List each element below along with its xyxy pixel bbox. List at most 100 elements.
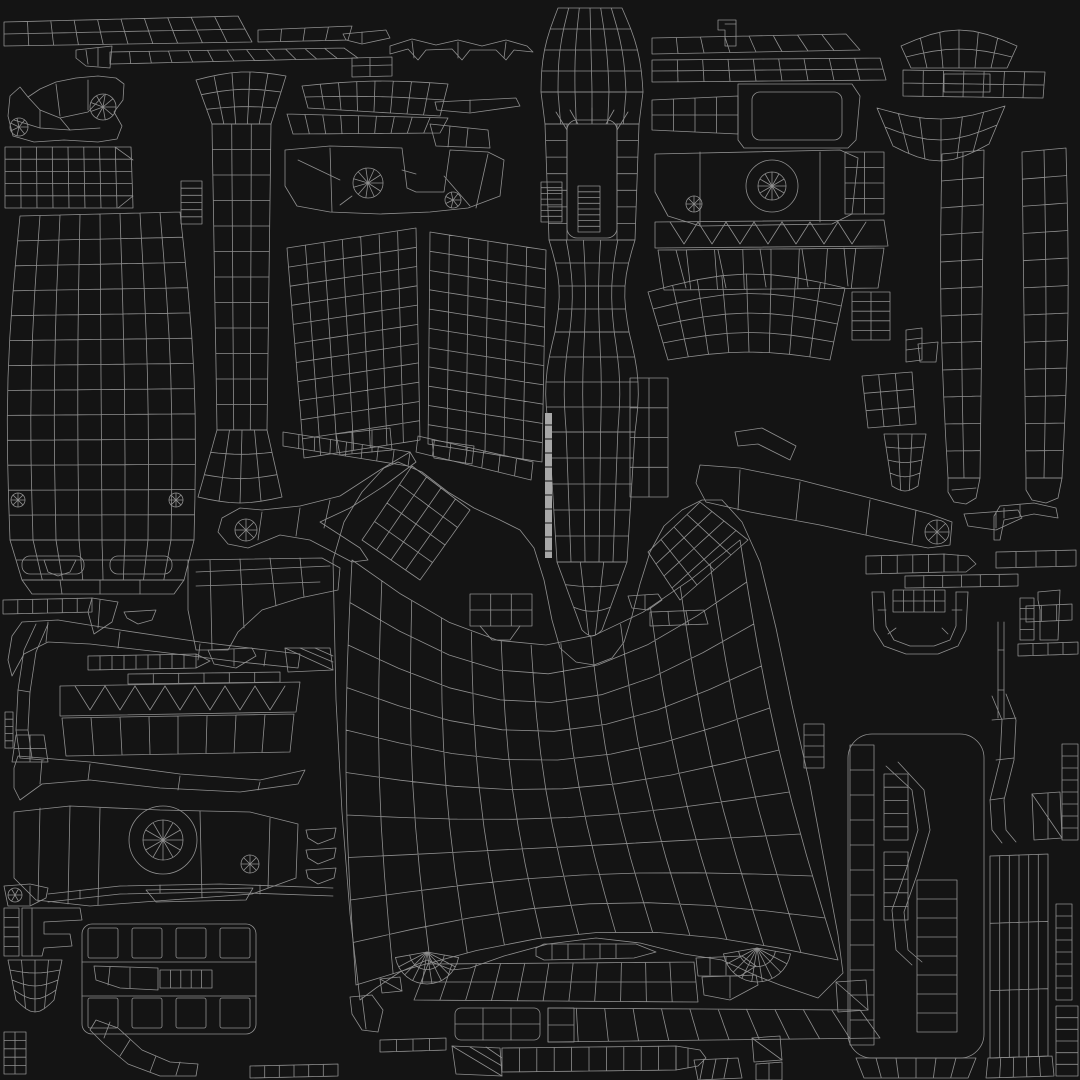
wire bbox=[989, 853, 1049, 1059]
wire bbox=[152, 839, 164, 858]
ring-arm bbox=[651, 95, 739, 135]
wire bbox=[905, 347, 923, 351]
wire bbox=[152, 822, 164, 841]
smile-band bbox=[876, 105, 1006, 162]
wire bbox=[861, 371, 917, 429]
wire bbox=[941, 627, 949, 635]
wire bbox=[21, 907, 83, 957]
fan-plate-r bbox=[654, 149, 859, 227]
wire bbox=[361, 996, 367, 1030]
wire bbox=[865, 499, 871, 536]
wire bbox=[1061, 743, 1079, 841]
wire bbox=[947, 477, 981, 505]
line-r bbox=[997, 621, 1005, 719]
wire bbox=[717, 249, 727, 289]
wire bbox=[759, 185, 773, 194]
slide-bulge bbox=[545, 331, 639, 433]
wedge-c bbox=[284, 647, 334, 673]
hat bbox=[145, 887, 254, 903]
wire bbox=[616, 123, 640, 241]
wire bbox=[415, 435, 534, 481]
wire bbox=[11, 888, 16, 896]
wedge-s bbox=[379, 976, 403, 994]
wire bbox=[207, 647, 257, 669]
wire bbox=[993, 502, 1059, 541]
wire bbox=[314, 647, 334, 657]
wire bbox=[175, 499, 182, 506]
wire bbox=[102, 106, 106, 121]
wire bbox=[39, 759, 43, 785]
boat-a bbox=[342, 29, 391, 45]
col-a-cap bbox=[947, 477, 981, 505]
face-plate-sun bbox=[352, 167, 384, 199]
cap-b bbox=[286, 113, 449, 135]
blade-l bbox=[87, 653, 197, 671]
wire bbox=[47, 891, 334, 903]
wire bbox=[119, 1039, 131, 1057]
wire bbox=[329, 147, 333, 213]
wire bbox=[1055, 1005, 1079, 1077]
wire bbox=[175, 494, 182, 501]
wire bbox=[443, 175, 471, 207]
wire bbox=[627, 593, 663, 611]
wire bbox=[7, 619, 301, 677]
fan-plate-l-pin bbox=[240, 854, 260, 874]
wire bbox=[87, 597, 119, 635]
slide-flare bbox=[540, 7, 644, 93]
arrow-b bbox=[675, 1045, 707, 1071]
wire bbox=[723, 947, 758, 955]
wire bbox=[928, 531, 938, 541]
wire bbox=[3, 907, 20, 957]
wire bbox=[114, 146, 134, 161]
wire bbox=[117, 631, 121, 649]
wire bbox=[10, 126, 20, 132]
wire bbox=[928, 523, 938, 533]
wire bbox=[756, 947, 782, 973]
tab-br bbox=[1031, 791, 1063, 841]
wire bbox=[123, 609, 157, 625]
boat-3c bbox=[305, 867, 337, 885]
wire bbox=[195, 581, 321, 587]
wire bbox=[117, 195, 134, 209]
wire bbox=[353, 182, 369, 188]
grip-back-scurve bbox=[885, 761, 931, 966]
wire bbox=[1025, 477, 1063, 504]
wire bbox=[651, 95, 739, 135]
tick-col bbox=[4, 711, 14, 749]
wire bbox=[96, 95, 104, 108]
wire bbox=[940, 149, 985, 479]
wire bbox=[286, 113, 449, 135]
wire bbox=[809, 221, 839, 245]
rect-wire bbox=[21, 555, 85, 575]
wire bbox=[367, 182, 375, 198]
notch-grid bbox=[469, 593, 533, 627]
wire bbox=[97, 807, 101, 906]
gb-ladder-1 bbox=[883, 773, 909, 841]
bracket-c bbox=[3, 883, 49, 907]
wire bbox=[995, 757, 1015, 761]
wire bbox=[951, 487, 977, 491]
fan-plate-r-cells bbox=[844, 151, 885, 215]
wire bbox=[936, 523, 946, 533]
wire bbox=[263, 651, 267, 667]
wire bbox=[224, 685, 256, 711]
wire bbox=[654, 149, 859, 227]
wire bbox=[989, 695, 1003, 844]
wire bbox=[195, 71, 287, 125]
hatch-diag bbox=[693, 1057, 743, 1080]
bar-b2 bbox=[755, 1061, 783, 1080]
wire bbox=[447, 125, 451, 148]
wire bbox=[445, 199, 454, 204]
wire bbox=[943, 553, 977, 573]
wire bbox=[267, 817, 271, 889]
boat-3b bbox=[305, 847, 337, 865]
smile-c bbox=[701, 974, 759, 1001]
wire bbox=[194, 685, 226, 711]
wire bbox=[103, 1021, 111, 1039]
wire bbox=[16, 126, 20, 137]
wire bbox=[452, 193, 459, 201]
fan-plate-r-sun bbox=[745, 159, 799, 213]
trigger-plate-pin bbox=[9, 117, 29, 137]
wire bbox=[345, 539, 839, 986]
s-band-right bbox=[989, 693, 1017, 844]
